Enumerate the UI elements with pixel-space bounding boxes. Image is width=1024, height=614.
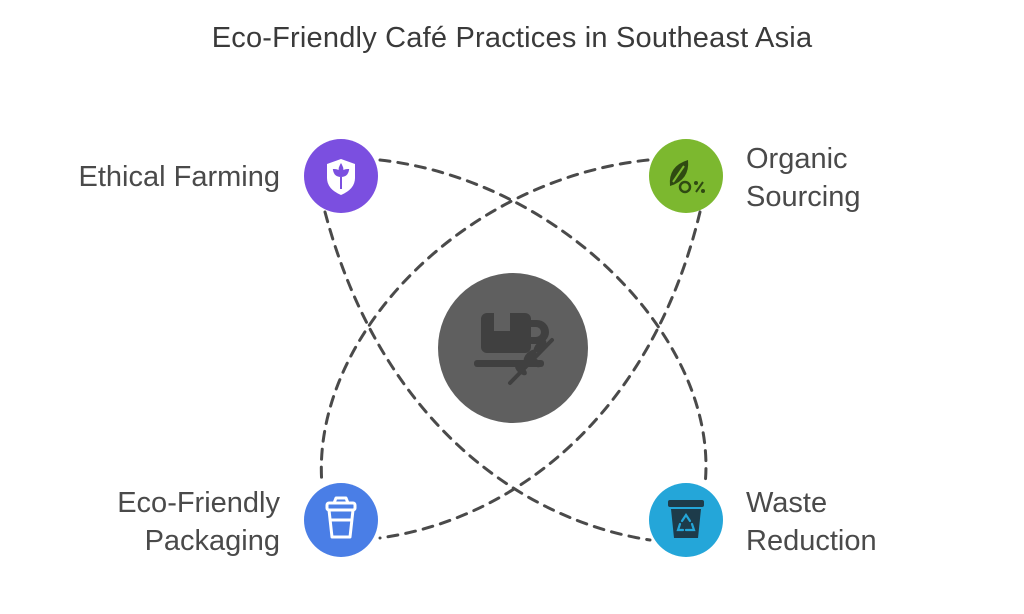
connector-organic-down [378,210,702,540]
connector-organic-to-packaging [319,158,650,487]
label-waste-reduction: Waste Reduction [746,484,877,560]
connector-ethical-to-waste [378,158,708,487]
label-waste-reduction-line-2: Reduction [746,525,877,557]
node-organic-sourcing [649,139,723,213]
label-eco-friendly-packaging-line-2: Packaging [144,525,280,557]
coffee-cup-with-branch-icon [474,313,554,385]
takeaway-cup-icon [325,496,357,539]
connectors [319,158,708,542]
connector-ethical-down [323,210,652,542]
node-eco-friendly-packaging [304,483,378,557]
label-ethical-farming-line-1: Ethical Farming [78,161,280,193]
label-eco-friendly-packaging: Eco-Friendly Packaging [40,484,280,560]
node-waste-reduction [649,483,723,557]
diagram-title: Eco-Friendly Café Practices in Southeast… [211,22,813,54]
label-waste-reduction-line-1: Waste [746,487,828,519]
leaf-shield-icon [327,159,355,195]
label-organic-sourcing-line-2: Sourcing [746,181,861,213]
label-ethical-farming: Ethical Farming [40,158,280,196]
label-organic-sourcing-line-1: Organic [746,143,848,175]
node-ethical-farming [304,139,378,213]
organic-leaf-percent-icon [669,160,705,194]
center-node [438,273,588,423]
label-organic-sourcing: Organic Sourcing [746,140,860,216]
label-eco-friendly-packaging-line-1: Eco-Friendly [117,487,280,519]
recycle-bin-icon [668,500,704,538]
